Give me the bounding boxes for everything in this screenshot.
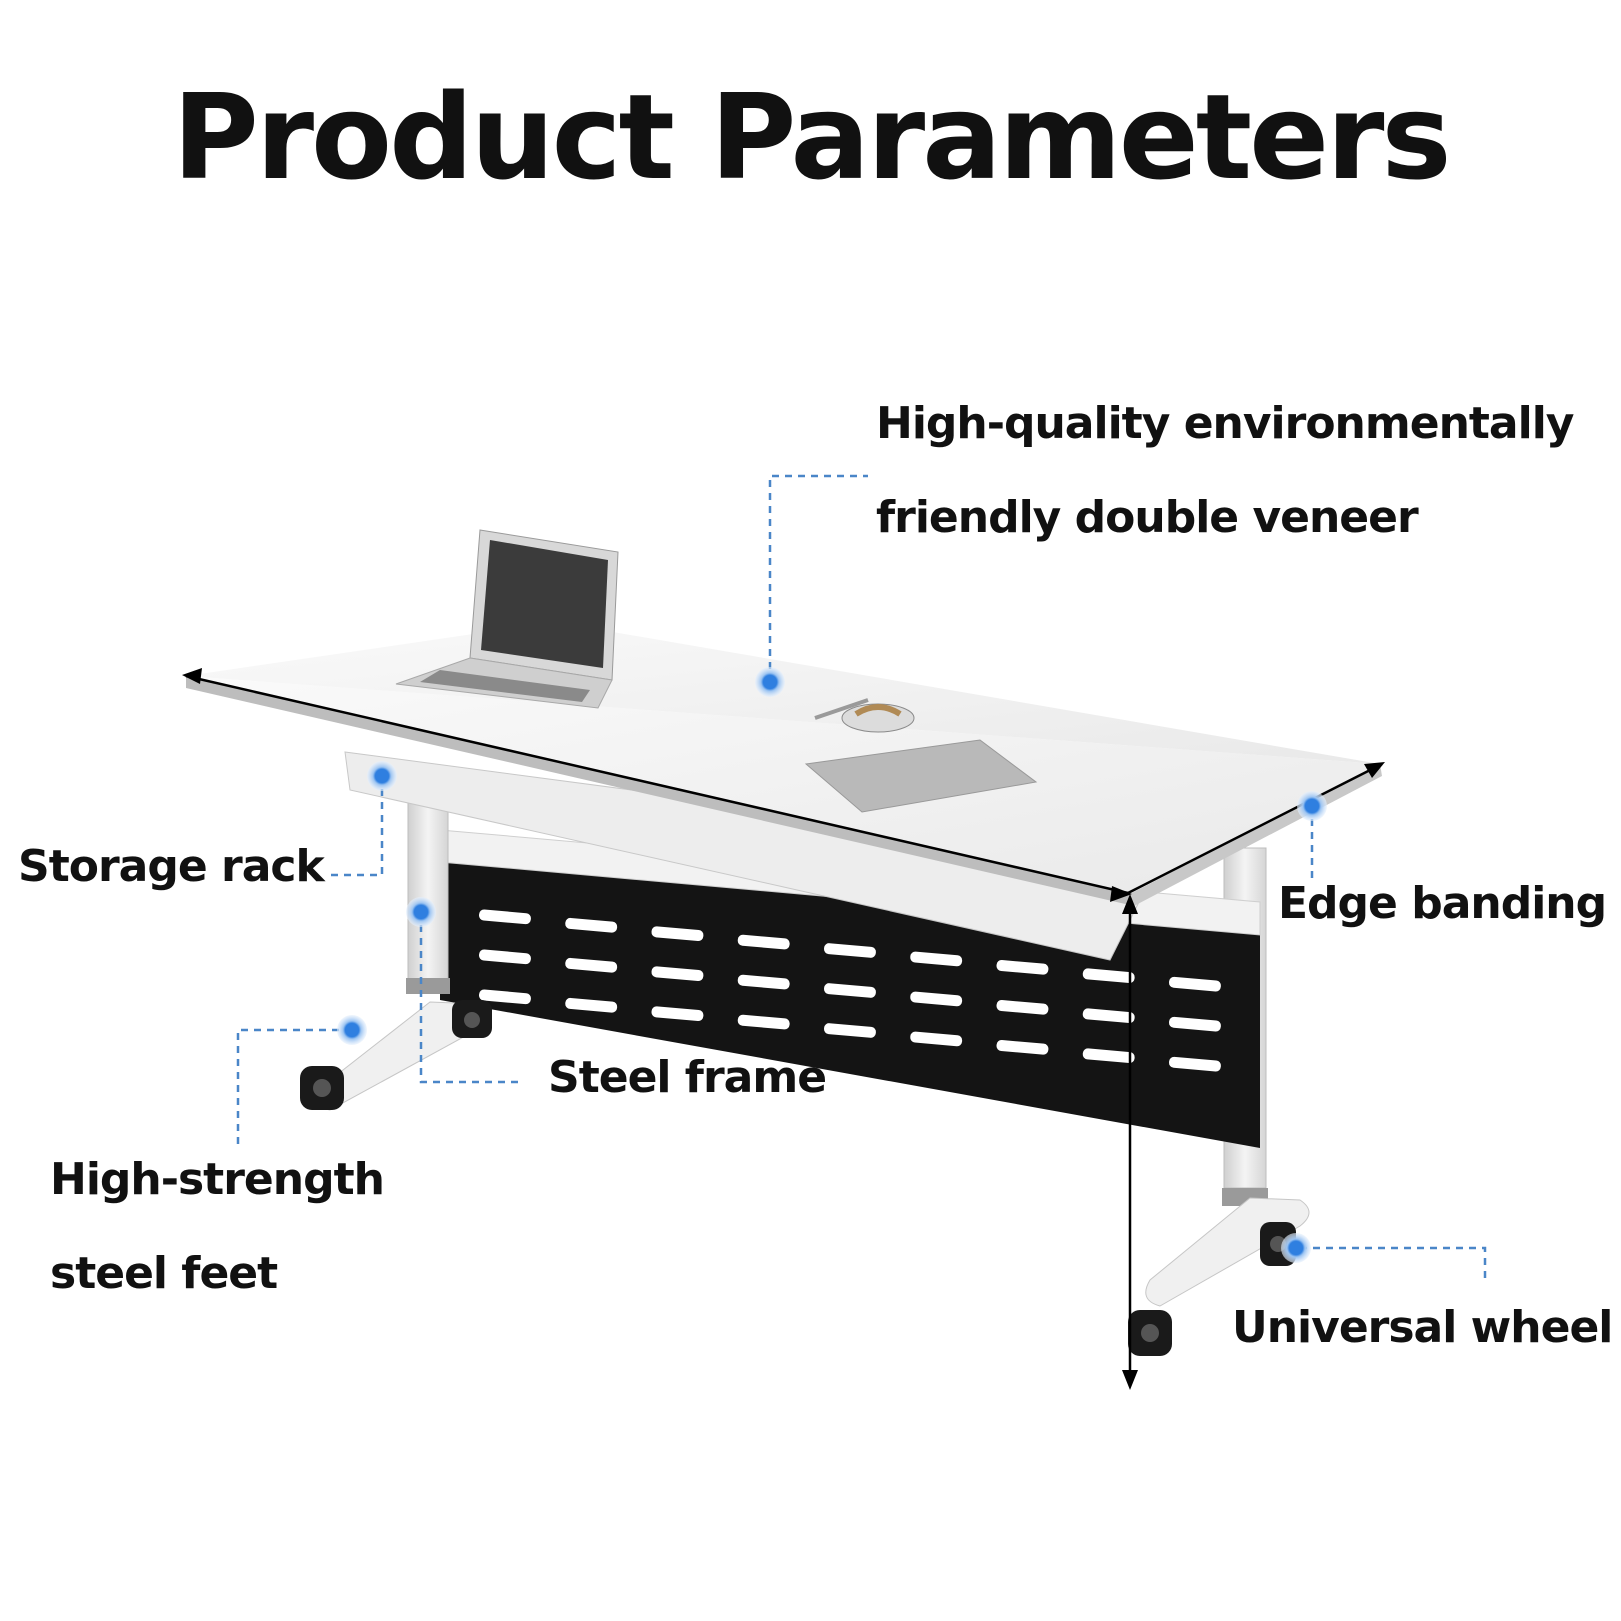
vent-slot [565,957,618,973]
storage-rack-label: Storage rack [18,841,325,892]
vent-slot [823,983,876,998]
steel-frame-leader-line [419,912,520,1084]
steel-frame-callout-dot [406,897,436,927]
width-dimension-arrow [182,668,1132,902]
veneer-leader-line [768,474,868,682]
storage-rack-leader-line [326,776,384,877]
page-title: Product Parameters [172,68,1451,206]
steel-frame-label: Steel frame [548,1052,827,1103]
vent-slot [996,959,1049,975]
vent-slot [910,1031,963,1047]
vent-slot [478,989,531,1005]
vent-slot [1168,1056,1221,1072]
panel-vent-slots [478,909,1221,1072]
vent-slot [737,934,790,950]
vent-slot [651,1006,704,1021]
vent-slot [910,951,963,967]
feet-label-line2: steel feet [50,1248,278,1299]
vent-slot [1168,976,1221,992]
veneer-callout-dot [755,667,785,697]
height-dimension-arrow [1122,894,1138,1390]
caster-wheel [300,1066,344,1110]
vent-slot [996,999,1049,1015]
caster-wheel [452,1000,492,1038]
vent-slot [823,1023,876,1038]
cable-grommet [814,698,915,733]
edge-banding-callout-dot [1297,791,1327,821]
vent-slot [910,991,963,1007]
veneer-label-line2: friendly double veneer [876,492,1419,543]
vent-slot [1168,1016,1221,1032]
vent-slot [737,974,790,990]
vent-slot [478,949,531,965]
caster-wheel [1128,1310,1172,1356]
vent-slot [1082,1048,1135,1064]
storage-rack-callout-dot [367,761,397,791]
depth-dimension-arrow [1127,762,1385,895]
feet-label-line1: High-strength [50,1154,385,1205]
veneer-label-line1: High-quality environmentally [876,398,1574,449]
vent-slot [651,966,704,981]
vent-slot [478,909,531,925]
left-leg [406,797,450,994]
edge-banding-label: Edge banding [1278,878,1607,929]
vent-slot [737,1014,790,1030]
universal-wheel-label: Universal wheel [1232,1302,1613,1353]
vent-slot [565,917,618,933]
vent-slot [996,1039,1049,1055]
vent-slot [823,943,876,958]
vent-slot [1082,968,1135,984]
vent-slot [565,997,618,1013]
vent-slot [1082,1008,1135,1024]
wheel-leader-line [1300,1246,1487,1280]
tablet [804,739,1038,813]
laptop [395,529,619,709]
feet-callout-dot [337,1015,367,1045]
vent-slot [651,926,704,941]
wheel-callout-dot [1281,1233,1311,1263]
